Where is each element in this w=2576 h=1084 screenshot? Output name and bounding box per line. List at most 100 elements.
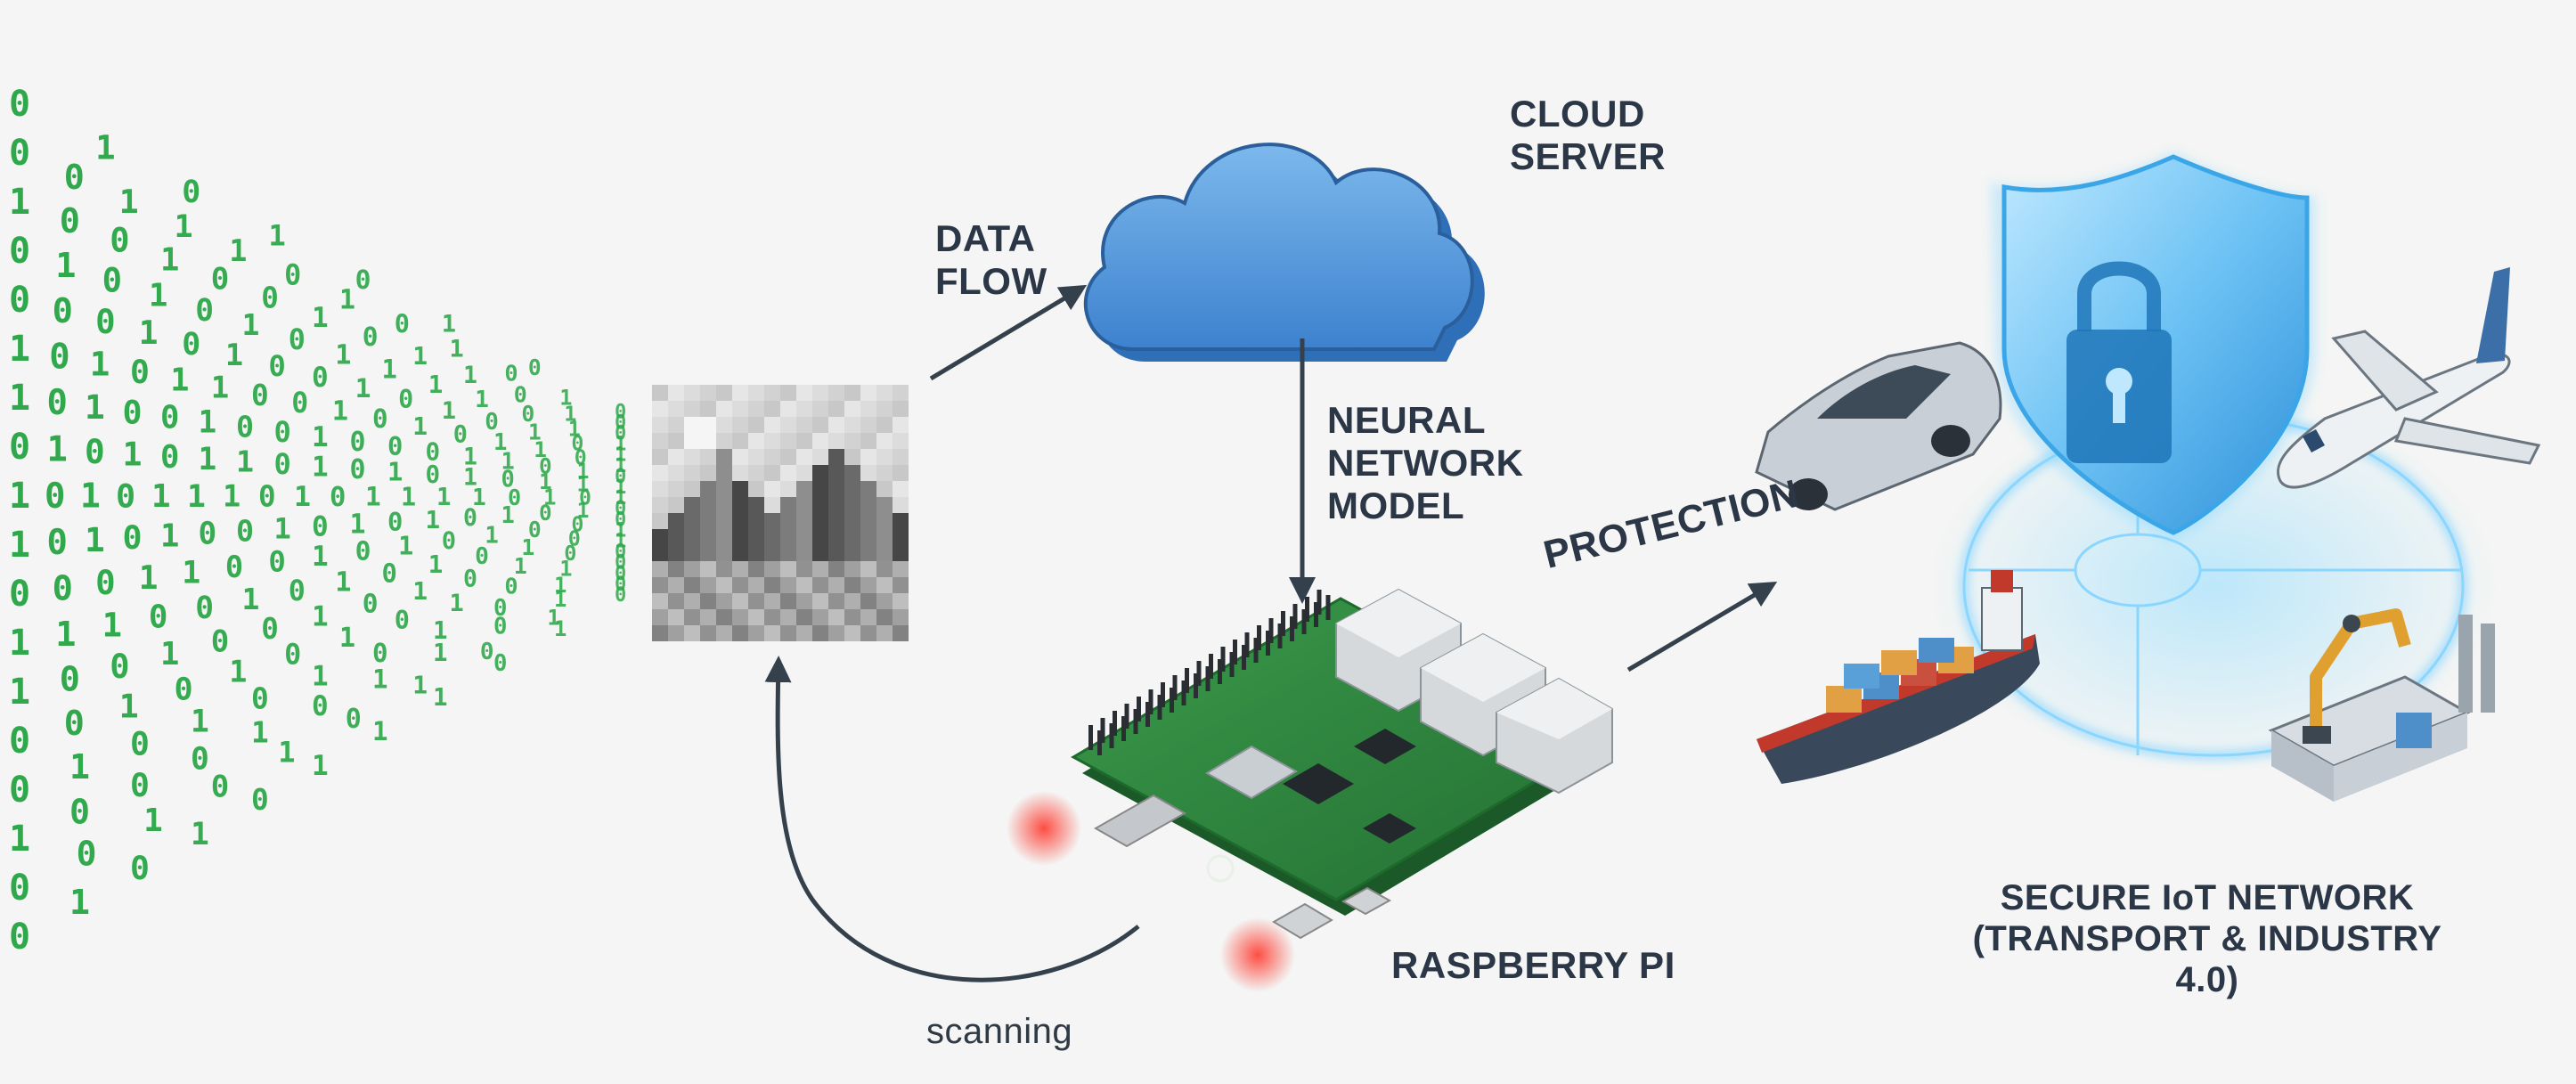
image-pixel	[652, 481, 668, 497]
binary-digit: 0	[615, 498, 626, 520]
binary-digit: 0	[274, 415, 291, 449]
binary-digit: 0	[564, 541, 576, 566]
cloud-server-label-line-2: SERVER	[1510, 135, 1666, 177]
image-pixel	[716, 561, 732, 577]
image-pixel	[684, 561, 700, 577]
binary-digit: 0	[355, 536, 371, 567]
image-pixel	[652, 449, 668, 465]
image-pixel	[684, 513, 700, 529]
binary-digit: 0	[539, 500, 552, 526]
gpio-pin	[1266, 631, 1270, 656]
binary-digit: 1	[615, 434, 626, 456]
image-pixel	[828, 417, 844, 433]
binary-digit: 0	[211, 769, 229, 804]
image-pixel	[876, 401, 893, 417]
image-pixel	[748, 449, 764, 465]
image-pixel	[748, 417, 764, 433]
image-pixel	[764, 481, 780, 497]
binary-digit: 0	[571, 432, 583, 456]
binary-digit: 1	[463, 443, 477, 470]
gpio-pin	[1113, 711, 1117, 736]
image-pixel	[716, 497, 732, 513]
binary-digit: 1	[151, 478, 171, 515]
binary-digit: 0	[363, 589, 379, 619]
binary-digit: 1	[412, 341, 428, 371]
binary-digit: 0	[575, 446, 587, 470]
image-pixel	[668, 593, 684, 609]
image-pixel	[828, 577, 844, 593]
image-pixel	[684, 417, 700, 433]
image-pixel	[764, 513, 780, 529]
image-pixel	[796, 529, 812, 545]
image-pixel	[812, 625, 828, 641]
binary-digit: 1	[47, 429, 68, 469]
image-pixel	[780, 417, 796, 433]
binary-digit: 0	[60, 659, 80, 699]
binary-digit: 1	[9, 182, 30, 223]
image-pixel	[812, 529, 828, 545]
image-pixel	[876, 529, 893, 545]
image-pixel	[764, 609, 780, 625]
gpio-pin	[1292, 604, 1298, 629]
image-pixel	[780, 609, 796, 625]
image-pixel	[828, 609, 844, 625]
image-pixel	[780, 625, 796, 641]
image-pixel	[700, 593, 716, 609]
binary-digit: 1	[191, 705, 209, 740]
binary-digit: 0	[69, 794, 90, 833]
image-pixel	[876, 577, 893, 593]
binary-digit: 1	[9, 672, 30, 713]
image-pixel	[732, 593, 748, 609]
image-pixel	[700, 609, 716, 625]
image-pixel	[844, 465, 860, 481]
image-pixel	[716, 625, 732, 641]
binary-digit: 0	[615, 552, 626, 575]
image-pixel	[748, 497, 764, 513]
image-pixel	[812, 577, 828, 593]
binary-digit: 0	[615, 509, 626, 531]
binary-digit: 0	[289, 575, 306, 607]
gpio-pin	[1218, 659, 1222, 684]
binary-digit: 0	[182, 327, 200, 363]
image-pixel	[652, 417, 668, 433]
image-pixel	[700, 561, 716, 577]
binary-digit: 1	[332, 396, 348, 428]
data-flow-label: DATA FLOW	[935, 217, 1048, 303]
binary-digit: 1	[568, 416, 581, 441]
image-pixel	[716, 433, 732, 449]
image-pixel	[893, 481, 909, 497]
binary-digit: 0	[251, 379, 269, 412]
binary-digit: 0	[47, 383, 68, 423]
image-pixel	[828, 481, 844, 497]
image-pixel	[652, 497, 668, 513]
binary-digit: 1	[229, 233, 247, 268]
binary-digit: 0	[211, 624, 229, 660]
secure-iot-network-label: SECURE IoT NETWORK (TRANSPORT & INDUSTRY…	[1940, 877, 2474, 1000]
binary-digit: 1	[534, 436, 547, 462]
image-pixel	[893, 529, 909, 545]
binary-digit: 0	[568, 526, 581, 551]
image-pixel	[893, 561, 909, 577]
image-pixel	[748, 529, 764, 545]
image-pixel	[860, 401, 876, 417]
binary-digit: 1	[312, 660, 329, 692]
binary-digit: 1	[69, 748, 90, 787]
binary-digit: 0	[615, 584, 626, 607]
image-pixel	[732, 545, 748, 561]
image-pixel	[748, 625, 764, 641]
image-pixel	[652, 385, 668, 401]
binary-digit: 1	[143, 803, 163, 839]
image-pixel	[716, 609, 732, 625]
gpio-pin	[1172, 675, 1178, 700]
image-pixel	[764, 385, 780, 401]
image-pixel	[652, 401, 668, 417]
image-pixel	[668, 385, 684, 401]
binary-digit: 1	[554, 587, 567, 612]
binary-digit: 0	[9, 280, 30, 321]
binary-digit: 0	[291, 387, 308, 420]
image-pixel	[860, 593, 876, 609]
binary-digit: 0	[312, 690, 329, 722]
binary-digit: 0	[130, 353, 150, 391]
image-pixel	[668, 481, 684, 497]
binary-digit: 0	[182, 175, 200, 210]
